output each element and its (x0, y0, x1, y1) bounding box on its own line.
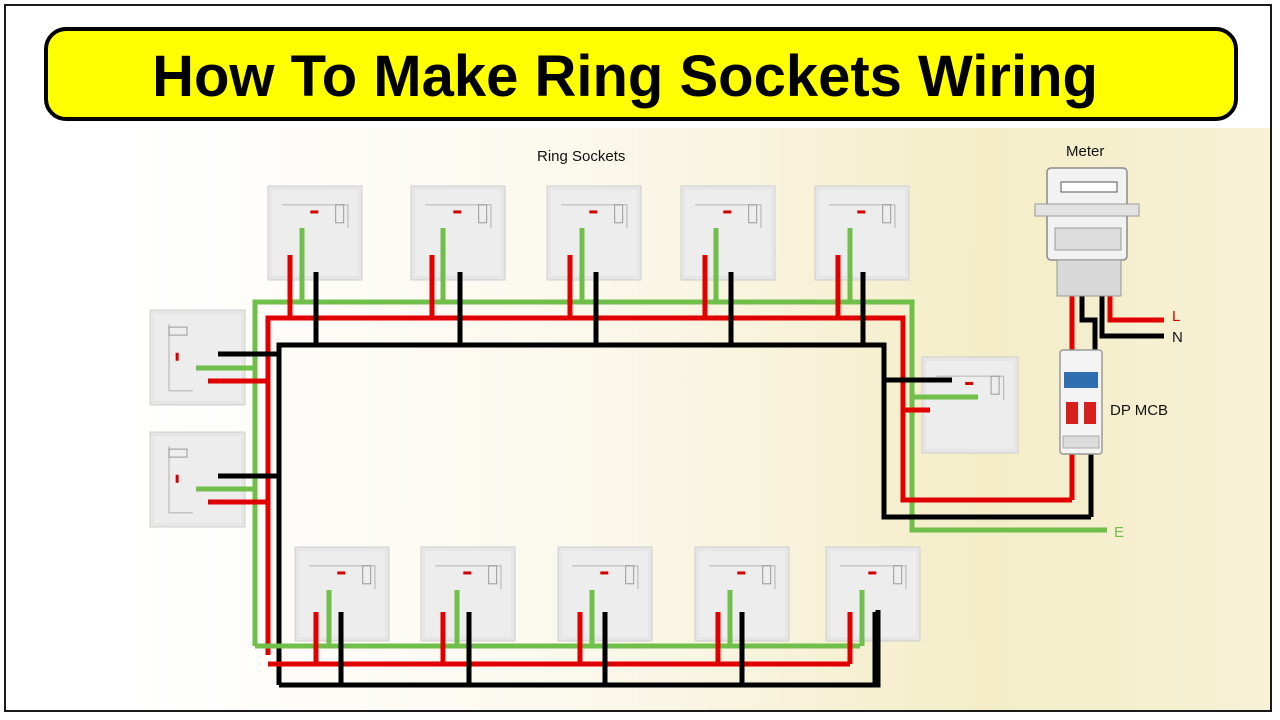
socket-indicator (175, 352, 179, 361)
outer-frame (4, 4, 1272, 712)
earth-label: E (1114, 524, 1125, 541)
meter-display (1060, 181, 1118, 193)
socket-face (819, 190, 905, 276)
socket-outline (572, 565, 639, 590)
mcb-terminals (1062, 435, 1100, 449)
socket-indicator (337, 571, 346, 575)
socket-switch (488, 565, 498, 585)
page-title: How To Make Ring Sockets Wiring (152, 44, 1098, 109)
earth-ring (252, 299, 1107, 646)
socket-outline (282, 204, 349, 229)
socket-outline (936, 375, 1005, 401)
mcb-lever-right (1084, 402, 1096, 424)
title-banner: How To Make Ring Sockets Wiring (44, 27, 1238, 121)
socket-face (551, 190, 637, 276)
line-label: L (1172, 308, 1181, 325)
socket-indicator (737, 571, 746, 575)
socket-top-4 (680, 185, 776, 281)
socket-switch (335, 204, 345, 224)
socket-indicator (965, 381, 974, 385)
neutral-bottom (279, 610, 881, 688)
socket-switch (614, 204, 624, 224)
socket-top-1 (267, 185, 363, 281)
socket-switch (882, 204, 892, 224)
socket-indicator (175, 474, 179, 483)
socket-outline (309, 565, 376, 590)
socket-indicator (600, 571, 609, 575)
socket-outline (695, 204, 762, 229)
socket-indicator (868, 571, 877, 575)
socket-indicator (857, 210, 866, 214)
socket-switch (893, 565, 903, 585)
meter-label: Meter (1066, 143, 1105, 160)
socket-indicator (589, 210, 598, 214)
socket-switch (990, 375, 1000, 395)
socket-switch (362, 565, 372, 585)
socket-outline (829, 204, 896, 229)
device-layer (1034, 167, 1140, 455)
wire-layer (196, 228, 1164, 688)
socket-outline (425, 204, 492, 229)
socket-outline (840, 565, 907, 590)
socket-switch (748, 204, 758, 224)
socket-right-1 (921, 356, 1019, 454)
mcb-lever-left (1066, 402, 1078, 424)
socket-face (415, 190, 501, 276)
mcb-label-plate (1064, 372, 1098, 388)
socket-outline (561, 204, 628, 229)
socket-bottom-1 (294, 546, 390, 642)
energy-meter (1034, 167, 1140, 297)
socket-outline (168, 324, 193, 392)
socket-left-2 (149, 431, 246, 528)
socket-face (154, 436, 241, 523)
socket-top-5 (814, 185, 910, 281)
meter-terminal-block (1056, 259, 1122, 297)
socket-switch (168, 326, 188, 336)
neutral-ring (276, 342, 1091, 685)
neutral-label: N (1172, 329, 1183, 346)
socket-switch (168, 448, 188, 458)
socket-face (272, 190, 358, 276)
socket-outline (709, 565, 776, 590)
meter-nameplate (1054, 227, 1122, 251)
socket-top-3 (546, 185, 642, 281)
socket-indicator (463, 571, 472, 575)
socket-switch (762, 565, 772, 585)
socket-outline (168, 446, 193, 514)
socket-face (926, 361, 1014, 449)
dp-mcb (1059, 349, 1103, 455)
meter-flange (1034, 203, 1140, 217)
socket-face (154, 314, 241, 401)
socket-indicator (310, 210, 319, 214)
live-ring (265, 315, 1072, 655)
socket-indicator (453, 210, 462, 214)
mcb-label: DP MCB (1110, 402, 1169, 419)
socket-indicator (723, 210, 732, 214)
socket-bottom-5 (825, 546, 921, 642)
socket-top-2 (410, 185, 506, 281)
socket-left-1 (149, 309, 246, 406)
socket-switch (625, 565, 635, 585)
socket-switch (478, 204, 488, 224)
socket-face (685, 190, 771, 276)
socket-outline (435, 565, 502, 590)
ring-sockets-label: Ring Sockets (537, 148, 626, 165)
